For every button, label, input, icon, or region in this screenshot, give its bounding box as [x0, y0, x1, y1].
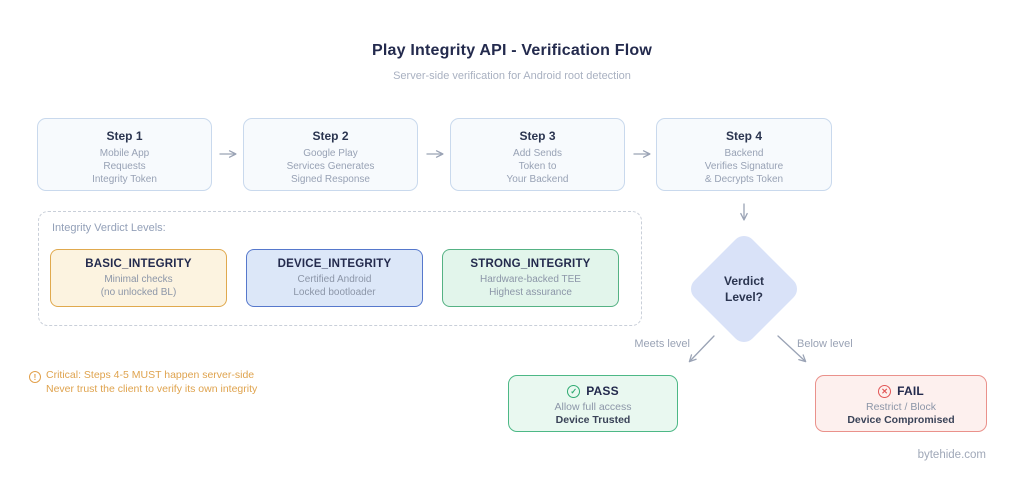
level-basic-title: BASIC_INTEGRITY [85, 258, 192, 270]
warning-line-1: Critical: Steps 4-5 MUST happen server-s… [46, 369, 255, 381]
step-2-line-1: Google Play [303, 148, 358, 159]
step-card-1: Step 1 Mobile App Requests Integrity Tok… [37, 118, 212, 191]
decision-question-line-2: Level? [724, 290, 763, 304]
fail-line-1: Restrict / Block [865, 401, 936, 413]
page-subtitle: Server-side verification for Android roo… [393, 70, 631, 82]
step-1-line-3: Integrity Token [92, 174, 157, 185]
step-2-line-3: Signed Response [291, 174, 370, 185]
level-strong-line-1: Hardware-backed TEE [480, 274, 581, 285]
cross-circle-icon: ✕ [878, 384, 892, 398]
step-4-title: Step 4 [725, 129, 762, 143]
arrow-meets-icon [688, 335, 715, 363]
level-card-strong-integrity: STRONG_INTEGRITY Hardware-backed TEE Hig… [442, 249, 619, 307]
level-strong-line-2: Highest assurance [489, 287, 572, 298]
decision-question: Verdict Level? [703, 248, 785, 330]
step-3-line-2: Token to [518, 161, 557, 172]
level-card-device-integrity: DEVICE_INTEGRITY Certified Android Locke… [246, 249, 423, 307]
level-device-title: DEVICE_INTEGRITY [277, 258, 392, 270]
step-3-line-1: Add Sends [513, 148, 562, 159]
level-basic-line-2: (no unlocked BL) [100, 287, 177, 298]
verdict-levels-label: Integrity Verdict Levels: [52, 222, 166, 234]
step-4-line-2: Verifies Signature [704, 161, 784, 172]
fail-line-2: Device Compromised [847, 414, 955, 426]
decision-question-line-1: Verdict [723, 274, 765, 288]
branch-label-below: Below level [797, 338, 853, 350]
pass-line-1: Allow full access [554, 401, 632, 413]
brand-footer: bytehide.com [917, 449, 986, 461]
level-strong-title: STRONG_INTEGRITY [470, 258, 591, 270]
warning-line-2: Never trust the client to verify its own… [46, 382, 258, 395]
step-2-title: Step 2 [312, 129, 349, 143]
step-1-line-1: Mobile App [99, 148, 150, 159]
page-title: Play Integrity API - Verification Flow [372, 42, 652, 59]
level-device-line-2: Locked bootloader [293, 287, 376, 298]
step-4-line-1: Backend [724, 148, 764, 159]
outcome-card-pass: ✓ PASS Allow full access Device Trusted [508, 375, 678, 432]
outcome-card-fail: ✕ FAIL Restrict / Block Device Compromis… [815, 375, 987, 432]
step-card-4: Step 4 Backend Verifies Signature & Decr… [656, 118, 832, 191]
critical-warning-note: ! Critical: Steps 4-5 MUST happen server… [29, 369, 329, 396]
step-1-line-2: Requests [103, 161, 146, 172]
pass-title: PASS [586, 384, 619, 398]
step-card-3: Step 3 Add Sends Token to Your Backend [450, 118, 625, 191]
step-4-line-3: & Decrypts Token [704, 174, 784, 185]
pass-line-2: Device Trusted [555, 414, 631, 426]
step-1-title: Step 1 [106, 129, 143, 143]
level-card-basic-integrity: BASIC_INTEGRITY Minimal checks (no unloc… [50, 249, 227, 307]
step-3-line-3: Your Backend [506, 174, 569, 185]
level-device-line-1: Certified Android [297, 274, 372, 285]
step-3-title: Step 3 [519, 129, 556, 143]
step-2-line-2: Services Generates [286, 161, 375, 172]
warning-icon: ! [29, 371, 41, 383]
verdict-levels-container [38, 211, 642, 326]
fail-title: FAIL [897, 384, 924, 398]
level-basic-line-1: Minimal checks [104, 274, 173, 285]
check-circle-icon: ✓ [567, 384, 581, 398]
branch-label-meets: Meets level [634, 338, 690, 350]
step-card-2: Step 2 Google Play Services Generates Si… [243, 118, 418, 191]
